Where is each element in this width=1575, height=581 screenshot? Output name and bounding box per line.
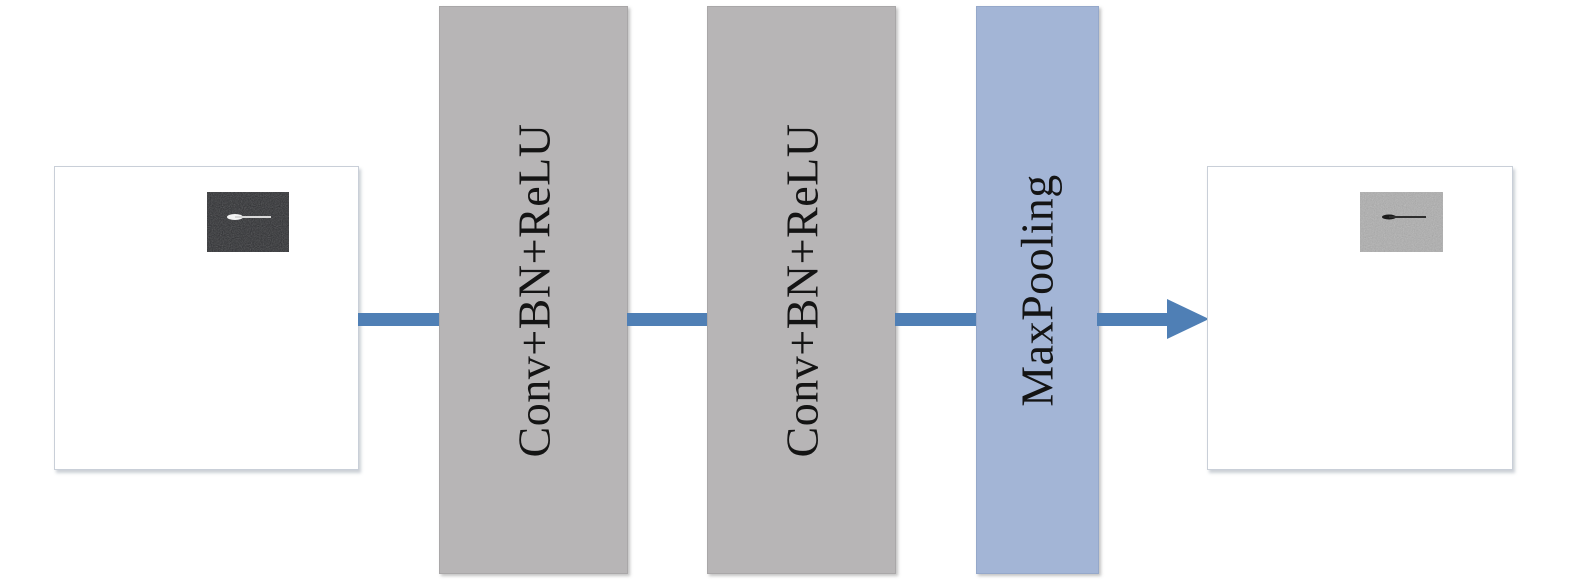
output-feature-patch	[1360, 192, 1443, 252]
conv-bn-relu-label-2: Conv+BN+ReLU	[776, 123, 828, 457]
connector-line-3	[895, 313, 977, 326]
conv-bn-relu-block-2: Conv+BN+ReLU	[707, 6, 896, 574]
output-arrow	[1097, 299, 1209, 339]
output-image-frame	[1207, 166, 1513, 470]
connector-line-1	[358, 313, 440, 326]
maxpooling-block: MaxPooling	[976, 6, 1099, 574]
conv-bn-relu-label-1: Conv+BN+ReLU	[508, 123, 560, 457]
connector-line-2	[627, 313, 708, 326]
maxpooling-label: MaxPooling	[1012, 173, 1063, 407]
input-image-frame	[54, 166, 359, 470]
conv-bn-relu-block-1: Conv+BN+ReLU	[439, 6, 628, 574]
input-feature-patch	[207, 192, 289, 252]
